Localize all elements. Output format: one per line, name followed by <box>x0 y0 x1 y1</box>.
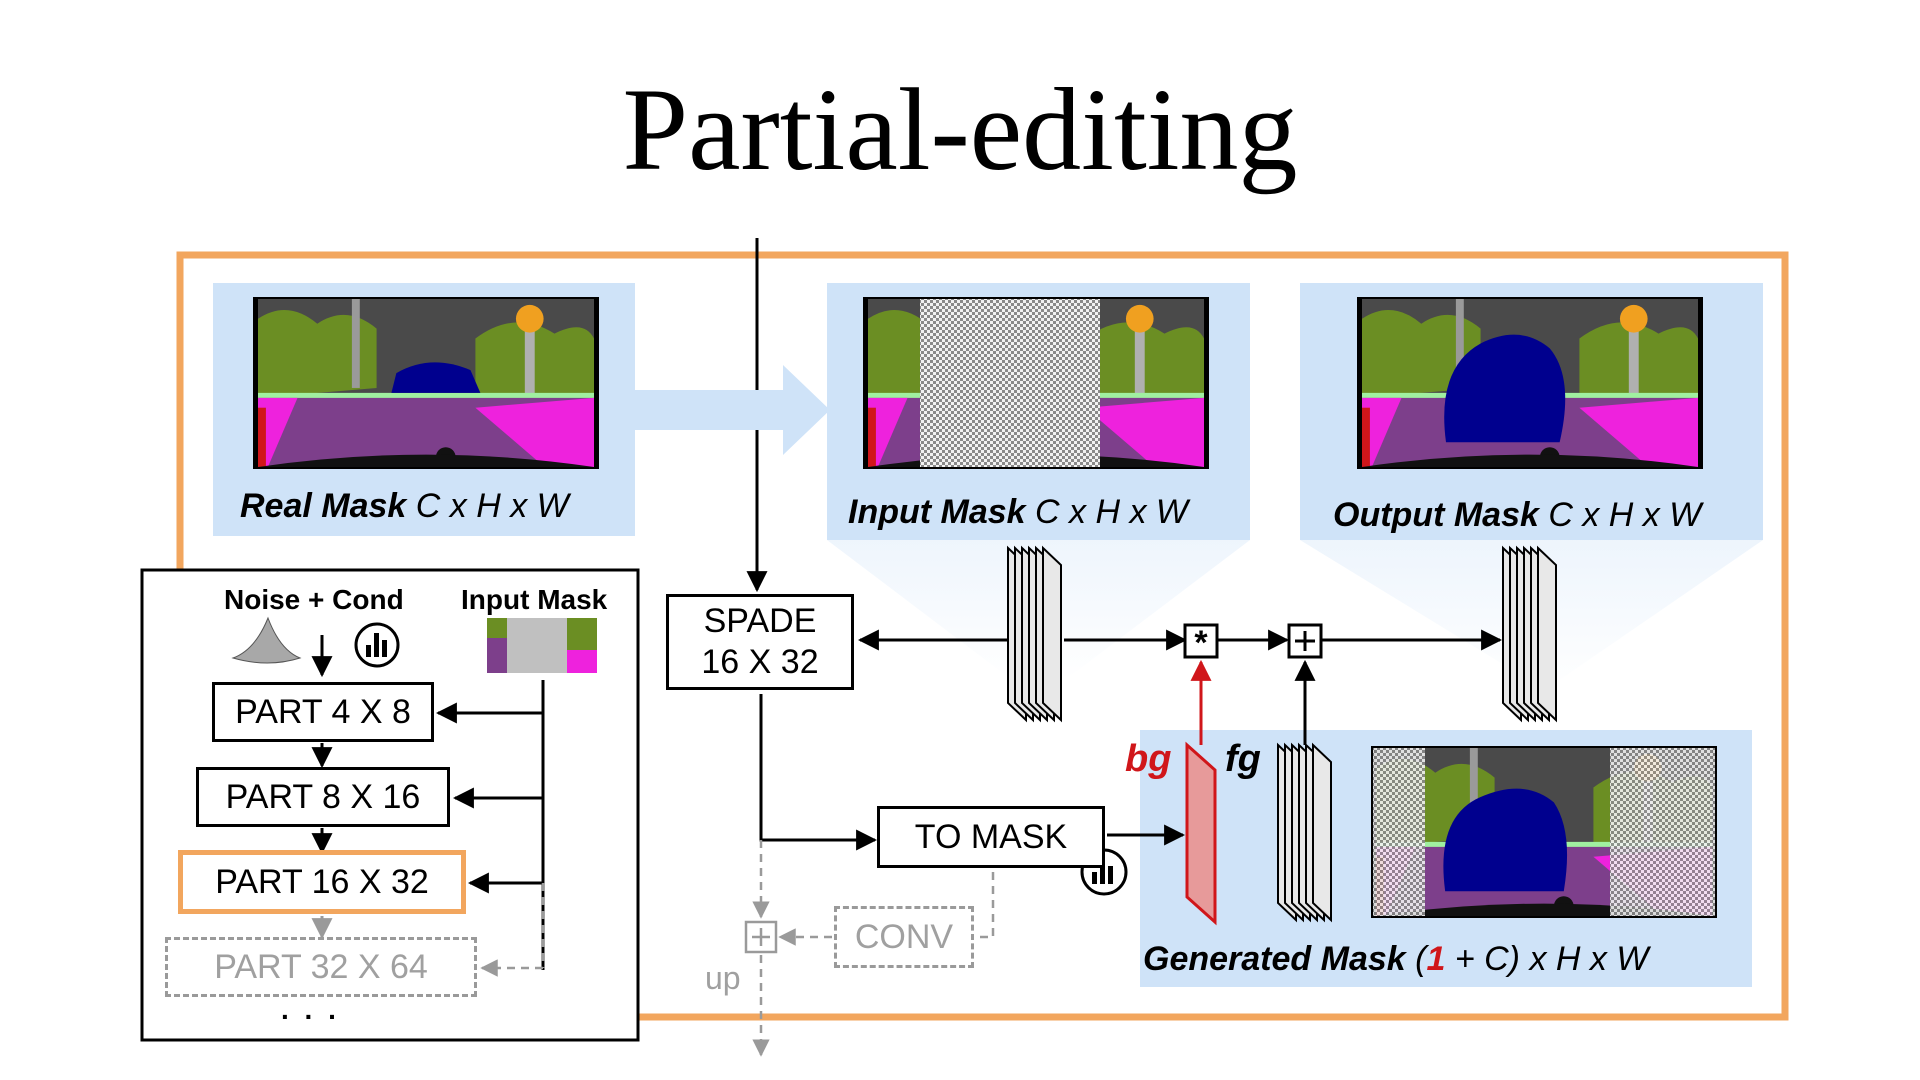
fg-label: fg <box>1225 738 1261 780</box>
conv-block: CONV <box>834 906 974 968</box>
noise-gaussian-icon <box>231 616 302 664</box>
feature-stack-input <box>1007 545 1062 723</box>
part-16x32-block: PART 16 X 32 <box>178 850 466 914</box>
bg-label: bg <box>1125 738 1172 780</box>
input-mask-masked-region <box>920 299 1100 467</box>
inset-ellipsis: . . . <box>281 994 340 1025</box>
noise-cond-label: Noise + Cond <box>224 584 404 615</box>
multiply-node <box>1183 623 1219 659</box>
page-title: Partial-editing <box>622 64 1298 195</box>
svg-text:*: * <box>1194 624 1208 662</box>
real-mask-image <box>258 299 594 467</box>
up-label: up <box>705 960 741 996</box>
part-4x8-block: PART 4 X 8 <box>212 682 434 742</box>
spade-block: SPADE 16 X 32 <box>666 594 854 690</box>
part-8x16-block: PART 8 X 16 <box>196 767 450 827</box>
to-mask-block: TO MASK <box>877 806 1105 868</box>
real-mask-caption: Real Mask C x H x W <box>240 487 569 525</box>
blue-transition-arrow <box>635 365 830 455</box>
generated-mask-image <box>1376 748 1712 916</box>
generated-mask-caption: Generated Mask (1 + C) x H x W <box>1143 940 1649 978</box>
inset-input-mask-label: Input Mask <box>461 584 608 615</box>
part-32x64-block: PART 32 X 64 <box>165 937 477 997</box>
bg-feature-slab <box>1185 741 1217 926</box>
input-mask-caption: Input Mask C x H x W <box>848 493 1189 531</box>
feature-stack-output <box>1502 545 1557 723</box>
output-mask-caption: Output Mask C x H x W <box>1333 496 1702 534</box>
spade-to-mask-arrow <box>759 694 878 851</box>
fg-feature-stack <box>1277 742 1332 923</box>
output-mask-image <box>1362 299 1698 467</box>
